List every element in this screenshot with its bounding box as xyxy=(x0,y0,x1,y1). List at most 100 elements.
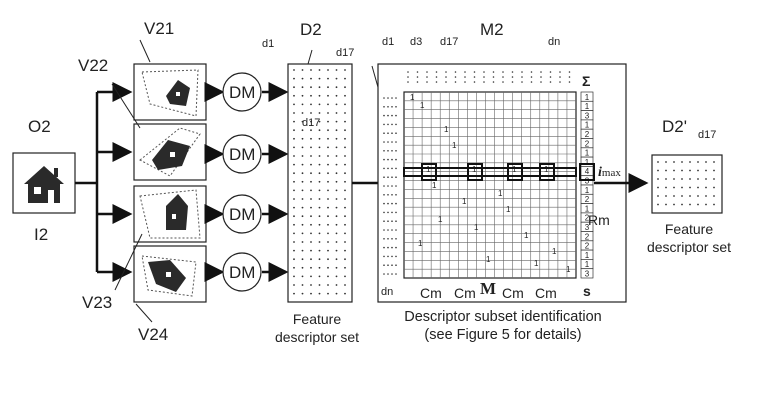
label-v22: V22 xyxy=(78,56,109,75)
svg-text:1: 1 xyxy=(512,165,517,174)
label-o2: O2 xyxy=(28,117,51,136)
dm-arrows xyxy=(204,82,289,282)
label-matrix-m: M xyxy=(480,279,497,298)
label-v21: V21 xyxy=(144,19,175,38)
caption-subset-id-line2: (see Figure 5 for details) xyxy=(424,327,582,343)
label-d3: d3 xyxy=(410,36,423,48)
svg-text:1: 1 xyxy=(452,141,457,150)
label-s: s xyxy=(583,283,591,299)
s-cell-value: 1 xyxy=(585,251,590,260)
svg-text:1: 1 xyxy=(552,247,557,256)
dm-label-4: DM xyxy=(229,263,256,282)
svg-text:1: 1 xyxy=(534,259,539,268)
s-cell-value: 1 xyxy=(585,158,590,167)
dm-label-2: DM xyxy=(229,145,256,164)
svg-text:1: 1 xyxy=(506,205,511,214)
svg-text:1: 1 xyxy=(426,165,431,174)
s-cell-value: 1 xyxy=(585,121,590,130)
dm-circle-4 xyxy=(222,252,262,292)
label-rm: Rm xyxy=(588,212,610,228)
svg-text:1: 1 xyxy=(432,181,437,190)
label-v23: V23 xyxy=(82,293,113,312)
label-d1-left: d1 xyxy=(262,38,275,50)
label-d17-left: d17 xyxy=(336,47,355,59)
svg-text:1: 1 xyxy=(420,101,425,110)
s-cell-value: 2 xyxy=(585,130,590,139)
svg-text:1: 1 xyxy=(438,215,443,224)
cm-highlight-cells xyxy=(421,163,555,181)
label-m2: M2 xyxy=(480,20,504,39)
s-cell-value: 2 xyxy=(585,242,590,251)
label-dn-top: dn xyxy=(548,36,561,48)
label-v24: V24 xyxy=(138,325,169,344)
svg-text:1: 1 xyxy=(472,165,477,174)
svg-text:1: 1 xyxy=(566,265,571,274)
svg-text:1: 1 xyxy=(462,197,467,206)
view-v21 xyxy=(133,63,207,121)
house-icon xyxy=(24,166,64,203)
s-cell xyxy=(580,268,594,279)
label-d17-inner: d17 xyxy=(302,117,321,129)
svg-text:1: 1 xyxy=(486,255,491,264)
dm-circle-3 xyxy=(222,194,262,234)
s-cell-value: 1 xyxy=(585,260,590,269)
svg-text:1: 1 xyxy=(418,239,423,248)
view-v24 xyxy=(133,245,207,303)
label-i2: I2 xyxy=(34,225,49,244)
d2prime-descriptor-dots xyxy=(657,161,715,206)
label-d2prime: D2' xyxy=(662,117,687,136)
row-rm-highlight xyxy=(403,167,577,177)
label-d1-top: d1 xyxy=(382,36,395,48)
cm-label-4: Cm xyxy=(535,285,557,301)
s-cell-value: 3 xyxy=(585,270,590,279)
s-cell-value: 1 xyxy=(585,186,590,195)
s-cell-value: 3 xyxy=(585,111,590,120)
s-cell-value: 2 xyxy=(585,195,590,204)
view-v23 xyxy=(133,185,207,243)
s-cell-value: 1 xyxy=(585,204,590,213)
d2-descriptor-box xyxy=(287,63,353,303)
caption-subset-id-line1: Descriptor subset identification xyxy=(404,309,602,325)
caption-feature-set-right: Feature descriptor set xyxy=(646,221,732,255)
matrix-m-grid xyxy=(403,91,577,279)
view-v22 xyxy=(133,123,207,181)
view-arrows xyxy=(75,82,133,282)
cm-label-3: Cm xyxy=(502,285,524,301)
s-cell-value: 2 xyxy=(585,232,590,241)
cm-label-2: Cm xyxy=(454,285,476,301)
svg-text:1: 1 xyxy=(544,165,549,174)
s-cell-value: 3 xyxy=(585,223,590,232)
label-d17-right: d17 xyxy=(698,129,717,141)
imax-cell-highlight xyxy=(579,163,595,181)
s-cell-value: 2 xyxy=(585,214,590,223)
svg-text:1: 1 xyxy=(524,231,529,240)
dm-circles xyxy=(222,72,262,292)
dm-label-1: DM xyxy=(229,83,256,102)
svg-text:1: 1 xyxy=(474,223,479,232)
s-cell-value: 2 xyxy=(585,139,590,148)
s-cell-value: 1 xyxy=(585,102,590,111)
s-cell-value: 4 xyxy=(585,167,590,176)
label-sigma: Σ xyxy=(582,73,591,89)
label-imax: imax xyxy=(598,165,621,180)
d2prime-descriptor-box xyxy=(651,154,723,214)
d2-descriptor-dots xyxy=(293,69,346,295)
svg-text:1: 1 xyxy=(498,189,503,198)
dm-label-3: DM xyxy=(229,205,256,224)
svg-text:1: 1 xyxy=(410,93,415,102)
m2-top-descriptor-dots xyxy=(407,71,571,83)
m2-left-descriptor-dots xyxy=(383,97,397,275)
s-cell-value: 1 xyxy=(585,93,590,102)
label-d2: D2 xyxy=(300,20,322,39)
svg-text:1: 1 xyxy=(444,125,449,134)
dm-circle-1 xyxy=(222,72,262,112)
s-cell-value: 1 xyxy=(585,149,590,158)
cm-label-1: Cm xyxy=(420,285,442,301)
label-d17-top: d17 xyxy=(440,36,459,48)
caption-feature-set-left: Feature descriptor set xyxy=(274,311,360,345)
dm-circle-2 xyxy=(222,134,262,174)
